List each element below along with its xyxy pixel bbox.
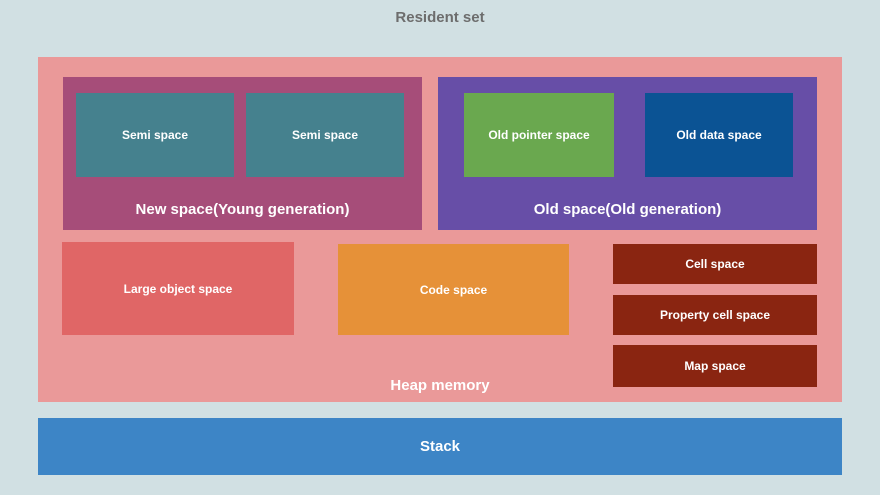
stack-region: Stack	[38, 418, 842, 475]
heap-memory-region: Semi space Semi space New space(Young ge…	[38, 57, 842, 402]
property-cell-space-box: Property cell space	[613, 295, 817, 335]
old-space-label: Old space(Old generation)	[533, 201, 722, 218]
code-space-box: Code space	[338, 244, 569, 335]
heap-memory-label: Heap memory	[390, 377, 490, 394]
new-space-region: Semi space Semi space New space(Young ge…	[63, 77, 422, 230]
old-pointer-space-box: Old pointer space	[464, 93, 614, 177]
new-space-label: New space(Young generation)	[135, 201, 350, 218]
old-data-space-box: Old data space	[645, 93, 793, 177]
old-space-region: Old pointer space Old data space Old spa…	[438, 77, 817, 230]
cell-space-box: Cell space	[613, 244, 817, 284]
large-object-space-box: Large object space	[62, 242, 294, 335]
map-space-box: Map space	[613, 345, 817, 387]
semi-space-box: Semi space	[76, 93, 234, 177]
diagram-title: Resident set	[395, 9, 485, 26]
semi-space-box: Semi space	[246, 93, 404, 177]
